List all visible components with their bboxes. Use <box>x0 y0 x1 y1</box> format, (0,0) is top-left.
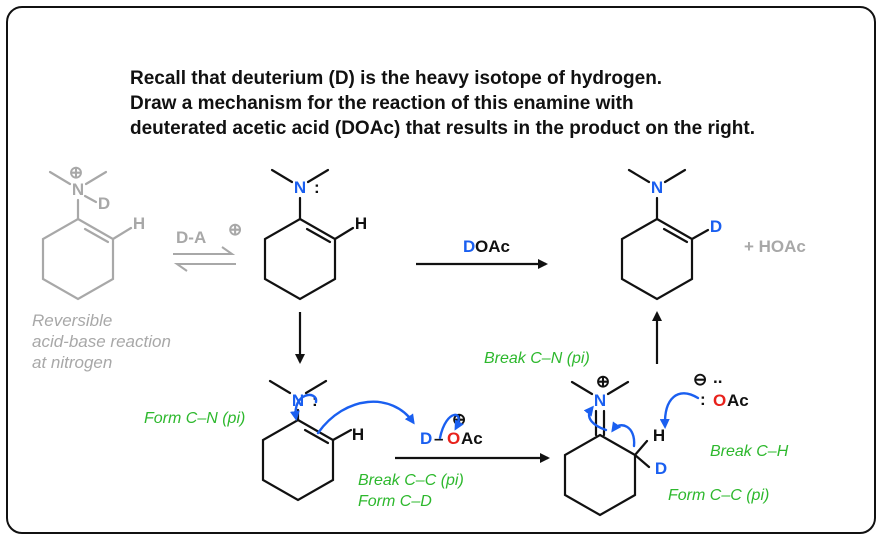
n-d-bond <box>83 194 98 204</box>
note-break-cc: Break C–C (pi) <box>358 472 464 489</box>
forward-half-arrow <box>173 246 236 255</box>
byproduct-label: + HOAc <box>744 237 806 256</box>
note-line-3: at nitrogen <box>32 353 112 372</box>
note-line-2: acid-base reaction <box>32 332 171 351</box>
ring-bonds <box>563 433 637 517</box>
intro-line-3: deuterated acetic acid (DOAc) that resul… <box>130 118 755 139</box>
hydrogen-atom: H <box>653 426 665 445</box>
bond-dash: – <box>434 429 443 448</box>
double-bond-line <box>303 428 330 445</box>
n-methyl-bond <box>48 170 72 186</box>
starting-enamine: N : H <box>263 168 367 301</box>
lone-pair-icon: : <box>314 178 320 197</box>
positive-charge-icon: ⊕ <box>596 372 610 391</box>
n-methyl-bond <box>627 168 651 184</box>
reagent-oac: OAc <box>475 237 510 256</box>
enamine-attacking: N : H <box>261 379 415 502</box>
c-d-bond <box>633 453 651 469</box>
note-form-cd: Form C–D <box>358 493 432 510</box>
nitrogen-atom: N <box>294 178 306 197</box>
intro-text: Recall that deuterium (D) is the heavy i… <box>130 68 755 139</box>
note-break-cn: Break C–N (pi) <box>484 350 590 367</box>
n-methyl-bond <box>306 168 330 184</box>
n-methyl-bond <box>268 379 292 395</box>
protonated-enamine-faded: N ⊕ D H <box>41 163 145 301</box>
oxygen-atom: O <box>447 429 460 448</box>
deuterium-atom: D <box>98 194 110 213</box>
c-d-bond <box>690 228 710 241</box>
reversible-note: Reversible acid-base reaction at nitroge… <box>32 311 171 372</box>
curly-arrow-d-o-bond <box>438 413 464 440</box>
ring-bonds <box>263 217 337 301</box>
n-methyl-bond <box>570 380 594 396</box>
hydrogen-atom: H <box>352 425 364 444</box>
hydrogen-atom: H <box>355 214 367 233</box>
acetyl-label: Ac <box>727 391 749 410</box>
note-line-1: Reversible <box>32 311 112 330</box>
reverse-half-arrow <box>173 263 236 272</box>
equilibrium-arrows: D-A ⊕ <box>173 220 242 272</box>
nitrogen-atom: N <box>594 391 606 410</box>
nitrogen-atom: N <box>651 178 663 197</box>
lone-pair-icon: : <box>312 391 318 410</box>
curly-arrow-form-cc <box>611 421 636 448</box>
lone-pair-icon: : <box>700 390 706 409</box>
curly-arrow-break-cn <box>583 405 608 432</box>
note-break-ch: Break C–H <box>710 443 789 460</box>
acetyl-label: Ac <box>461 429 483 448</box>
note-form-cc: Form C–C (pi) <box>668 487 769 504</box>
n-methyl-bond <box>663 168 687 184</box>
negative-charge-icon: ⊖ <box>693 370 707 389</box>
lone-pair-dots: .. <box>713 368 722 387</box>
deuterated-acid: D – O Ac ⊕ <box>420 410 483 448</box>
deuterium-atom: D <box>655 459 667 478</box>
c-h-bond <box>331 428 353 442</box>
diagram-frame <box>6 6 876 534</box>
n-methyl-bond <box>84 170 108 186</box>
deuterated-product: N D + HOAc <box>620 168 806 301</box>
curly-arrow-base-attack <box>659 392 700 429</box>
oxygen-atom: O <box>713 391 726 410</box>
acetate-base: ⊖ .. : O Ac <box>659 368 749 429</box>
n-methyl-bond <box>304 379 328 395</box>
intro-line-2: Draw a mechanism for the reaction of thi… <box>130 93 634 114</box>
note-form-cn: Form C–N (pi) <box>144 410 245 427</box>
n-methyl-bond <box>270 168 294 184</box>
positive-charge-icon: ⊕ <box>228 220 242 239</box>
nitrogen-atom: N <box>72 180 84 199</box>
main-reaction-arrow: D OAc <box>416 237 548 269</box>
curly-arrow-pi-bond <box>316 400 415 435</box>
ring-bonds <box>620 217 694 301</box>
hydrogen-atom: H <box>133 214 145 233</box>
positive-charge-icon: ⊕ <box>69 163 83 182</box>
ring-bonds <box>261 418 335 502</box>
double-bond-line <box>305 227 332 244</box>
deuterium-atom: D <box>710 217 722 236</box>
iminium-intermediate: N ⊕ H D <box>563 372 667 517</box>
acid-label: D-A <box>176 228 206 247</box>
double-bond-line <box>83 227 110 244</box>
c-h-bond <box>111 226 133 241</box>
deuterium-atom: D <box>420 429 432 448</box>
intro-line-1: Recall that deuterium (D) is the heavy i… <box>130 68 662 89</box>
double-bond-line <box>662 227 689 244</box>
n-methyl-bond <box>606 380 630 396</box>
c-h-bond <box>633 439 649 457</box>
ring-bonds <box>41 217 115 301</box>
curly-arrow-lone-pair <box>289 393 318 421</box>
reagent-d: D <box>463 237 475 256</box>
c-h-bond <box>333 226 355 241</box>
